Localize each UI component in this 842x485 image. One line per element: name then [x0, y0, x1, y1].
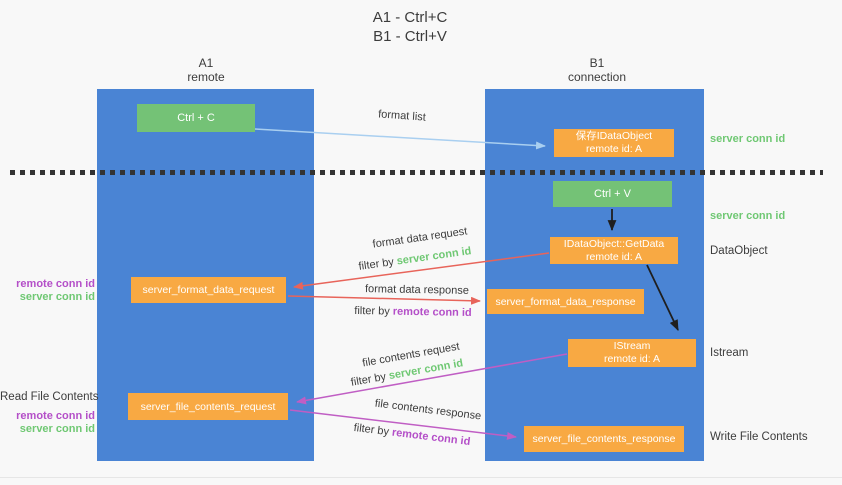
- node-ctrl-v: Ctrl + V: [553, 181, 672, 207]
- label-format-data-response: format data response: [364, 283, 470, 297]
- node-server-file-contents-response-label: server_file_contents_response: [532, 433, 676, 445]
- lane-header-a1: A1 remote: [146, 56, 266, 84]
- annotation-remote-conn-id-2: remote conn id: [16, 410, 95, 422]
- lane-header-b1: B1 connection: [537, 56, 657, 84]
- node-ctrl-c: Ctrl + C: [137, 104, 255, 132]
- node-save-idataobject-line1: 保存IDataObject: [575, 130, 653, 142]
- bottom-divider-line: [0, 477, 842, 478]
- annotation-write-file-contents: Write File Contents: [710, 431, 808, 443]
- remote-conn-id-value-1: remote conn id: [392, 305, 472, 320]
- node-istream-line2: remote id: A: [603, 353, 661, 365]
- node-server-format-data-request: server_format_data_request: [131, 277, 286, 303]
- node-save-idataobject: 保存IDataObject remote id: A: [554, 129, 674, 157]
- node-save-idataobject-line2: remote id: A: [585, 143, 643, 155]
- label-filter-by-remote-conn-id-1: filter by remote conn id: [343, 305, 483, 319]
- node-server-file-contents-request-label: server_file_contents_request: [140, 400, 276, 413]
- annotation-conn-ids-left-top: remote conn id server conn id: [0, 278, 95, 304]
- title-line-2: B1 - Ctrl+V: [373, 28, 447, 45]
- node-getdata-line2: remote id: A: [585, 250, 643, 263]
- annotation-remote-conn-id-1: remote conn id: [16, 278, 95, 290]
- label-file-contents-response: file contents response: [374, 397, 482, 423]
- dotted-divider: [10, 170, 823, 175]
- annotation-server-conn-id-1: server conn id: [19, 291, 95, 303]
- filter-by-text-2: filter by: [354, 304, 393, 318]
- label-filter-by-remote-conn-id-2: filter by remote conn id: [342, 421, 482, 450]
- node-server-format-data-request-label: server_format_data_request: [142, 284, 275, 296]
- node-server-format-data-response-label: server_format_data_response: [495, 295, 636, 308]
- server-conn-id-value-1: server conn id: [395, 245, 473, 268]
- lane-a1-name: A1: [198, 56, 214, 70]
- node-istream-line1: IStream: [613, 340, 651, 352]
- annotation-read-file-contents: Read File Contents: [0, 391, 99, 403]
- node-server-file-contents-response: server_file_contents_response: [524, 426, 684, 452]
- node-idataobject-getdata: IDataObject::GetData remote id: A: [550, 237, 678, 264]
- annotation-dataobject: DataObject: [710, 245, 768, 257]
- node-server-file-contents-request: server_file_contents_request: [128, 393, 288, 420]
- diagram-title: A1 - Ctrl+C B1 - Ctrl+V: [290, 8, 530, 46]
- node-server-format-data-response: server_format_data_response: [487, 289, 644, 314]
- lane-a1-subtitle: remote: [187, 70, 225, 84]
- node-ctrl-c-label: Ctrl + C: [177, 112, 215, 124]
- filter-by-text-1: filter by: [357, 255, 398, 273]
- arrow-format-data-response: [287, 295, 481, 305]
- node-istream: IStream remote id: A: [568, 339, 696, 367]
- annotation-server-conn-id-top: server conn id: [710, 133, 786, 145]
- node-getdata-line1: IDataObject::GetData: [563, 237, 665, 250]
- title-line-1: A1 - Ctrl+C: [372, 9, 448, 26]
- remote-conn-id-value-2: remote conn id: [391, 426, 471, 449]
- annotation-server-conn-id-mid: server conn id: [710, 210, 786, 222]
- label-format-list: format list: [377, 108, 427, 124]
- node-ctrl-v-label: Ctrl + V: [594, 188, 631, 200]
- annotation-server-conn-id-2: server conn id: [19, 423, 95, 435]
- annotation-istream: Istream: [710, 347, 749, 359]
- filter-by-text-4: filter by: [353, 421, 393, 439]
- lane-b1-subtitle: connection: [567, 70, 627, 84]
- lane-b1-name: B1: [589, 56, 605, 70]
- annotation-conn-ids-left-bottom: remote conn id server conn id: [0, 410, 95, 436]
- filter-by-text-3: filter by: [349, 370, 390, 389]
